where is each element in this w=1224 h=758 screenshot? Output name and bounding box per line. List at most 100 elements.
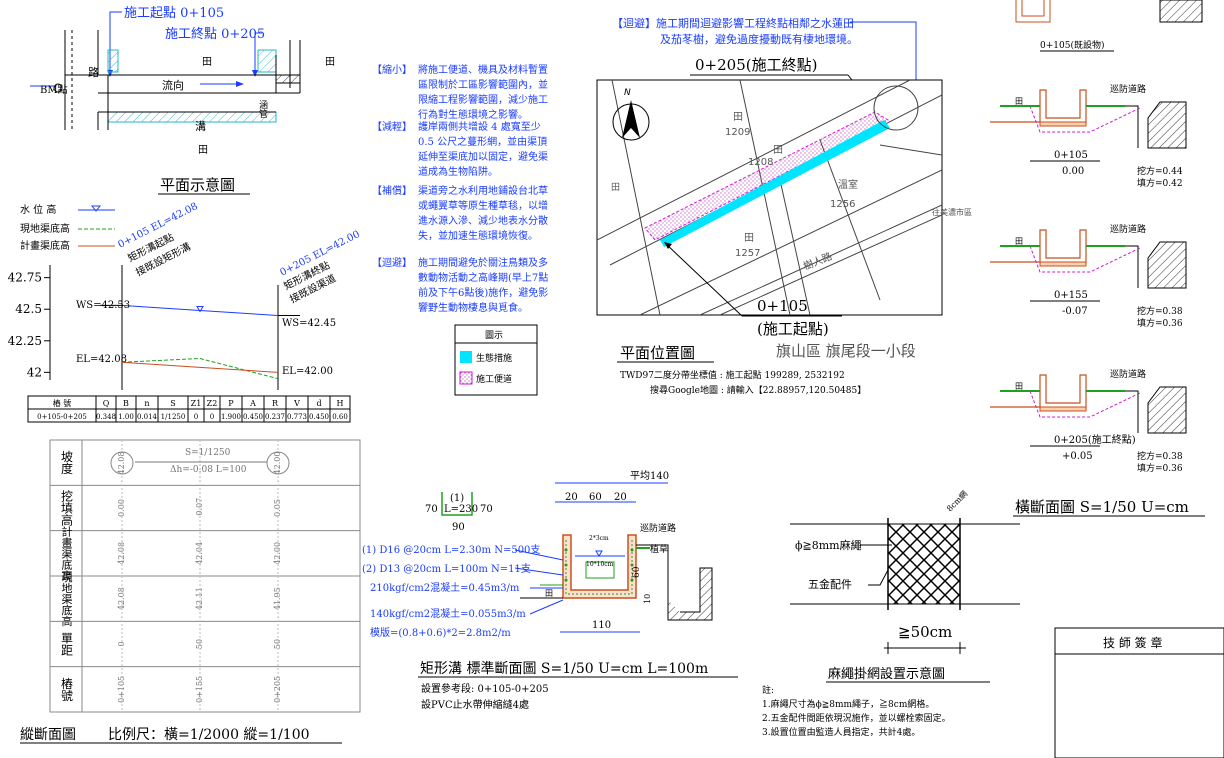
hydraulic-table: 樁 號0+105-0+205Q0.348B1.00n0.014S1/1250Z1… bbox=[27, 395, 351, 423]
legend-access-road: 施工便道 bbox=[476, 373, 512, 385]
measure-line: 道成為生物陷阱。 bbox=[418, 165, 498, 178]
field-bottom: 田 bbox=[198, 145, 208, 156]
circle-left: 42.08 bbox=[117, 452, 126, 475]
site-map-title: 平面位置圖 bbox=[620, 344, 695, 362]
el-left-label: EL=42.08 bbox=[76, 354, 127, 365]
field-label: 田 bbox=[1015, 237, 1023, 246]
lot-1256: 1256 bbox=[830, 199, 855, 210]
rebar-spacing: 2*3cm bbox=[589, 535, 609, 542]
station-label: 0+105 bbox=[1054, 150, 1088, 161]
google-line: 搜尋Google地圖 : 請輸入【22.88957,120.50485】 bbox=[650, 384, 866, 396]
table-cell: 0.014 bbox=[137, 413, 158, 421]
measure-line: 延伸至渠底加以固定，避免渠 bbox=[418, 150, 548, 163]
channel-base bbox=[1039, 406, 1087, 412]
excavation-line bbox=[1029, 390, 1141, 418]
dh-text: Δh=-0.08 L=100 bbox=[170, 465, 247, 475]
rebar-line-2: (2) D13 @20cm L=100m N=11支 bbox=[362, 563, 531, 575]
table-header: H bbox=[337, 399, 344, 408]
measure-line: 響野生動物棲息與覓食。 bbox=[418, 301, 528, 314]
channel-base bbox=[1039, 121, 1087, 127]
table-header: S bbox=[170, 399, 175, 408]
rebar-right: 70 bbox=[480, 504, 493, 515]
north-label: N bbox=[624, 88, 631, 98]
culvert-label: 涵管 bbox=[257, 100, 268, 118]
patrol-road-label: 巡防道路 bbox=[1110, 83, 1146, 95]
measure-line: 渠道旁之水利用地鋪設台北草 bbox=[418, 184, 548, 197]
mesh-label: 8cm網 bbox=[944, 489, 969, 514]
water-level-marker bbox=[196, 305, 204, 313]
table-cell: 1/1250 bbox=[161, 413, 186, 421]
row-label: 樁號 bbox=[60, 677, 74, 702]
side-direction: 往美濃市區 bbox=[932, 207, 972, 217]
hardware-label: 五金配件 bbox=[808, 577, 852, 591]
existing-bottom-line bbox=[121, 357, 279, 380]
map-end-label: 0+205(施工終點) bbox=[695, 56, 817, 74]
station-label: 0+155 bbox=[1054, 290, 1088, 301]
table-cell: 0.450 bbox=[309, 413, 329, 421]
elevation-diff: +0.05 bbox=[1062, 451, 1093, 462]
plan-schematic-title: 平面示意圖 bbox=[160, 176, 235, 194]
measure-line: 行為對生態環境之影響。 bbox=[418, 108, 528, 121]
rect-note-2: 設PVC止水帶伸縮縫4處 bbox=[421, 698, 529, 711]
fill-volume: 填方=0.36 bbox=[1137, 462, 1183, 474]
table-cell: 0+105-0+205 bbox=[37, 413, 87, 421]
plan-schematic: 施工起點 0+105 施工終點 0+205 BM點 路 田 田 流向 bbox=[30, 6, 335, 195]
y-tick-label: 42.75 bbox=[8, 271, 42, 285]
lot-field-3: 田 bbox=[744, 233, 754, 244]
eco-measures: 【縮小】將施工便道、機具及材料暫置區限制於工區影響範圍內，並限縮工程影響範圍，減… bbox=[372, 63, 548, 314]
lot-field-side: 田 bbox=[611, 182, 620, 193]
table-cell: 0.450 bbox=[243, 413, 263, 421]
dim-60-v: 60 bbox=[632, 566, 642, 578]
measure-line: 將施工便道、機具及材料暫置 bbox=[418, 63, 548, 76]
formwork-line: 模版=(0.8+0.6)*2=2.8m2/m bbox=[370, 626, 511, 639]
rebar-line-1: (1) D16 @20cm L=2.30m N=500支 bbox=[362, 544, 540, 556]
lot-1209: 1209 bbox=[725, 127, 750, 138]
lot-greenhouse: 溫室 bbox=[838, 178, 858, 191]
table-header: B bbox=[123, 399, 129, 408]
field-xsec: 田 bbox=[545, 589, 553, 598]
map-start-sub: (施工起點) bbox=[757, 320, 829, 338]
elevation-diff: 0.00 bbox=[1062, 166, 1084, 177]
rope-notes-head: 註: bbox=[762, 684, 774, 696]
measure-line: 區限制於工區影響範圍內，並 bbox=[418, 78, 548, 91]
field-label: 田 bbox=[1015, 97, 1023, 106]
lot-1208: 1208 bbox=[748, 157, 773, 168]
map-district: 旗山區 旗尾段一小段 bbox=[776, 342, 916, 360]
existing-wall bbox=[1147, 241, 1187, 289]
cut-volume: 挖方=0.44 bbox=[1137, 165, 1183, 177]
road-label: 路 bbox=[88, 66, 99, 79]
measure-line: 數動物活動之高峰期(早上7點 bbox=[418, 271, 548, 284]
measure-line: 0.5 公尺之蔓形網，並由渠頂 bbox=[418, 135, 547, 148]
row-label: 坡度 bbox=[60, 450, 74, 474]
legend-eco-measure: 生態措施 bbox=[476, 352, 512, 364]
legend-existing: 現地渠底高 bbox=[20, 222, 70, 235]
stamp-title: 技 師 簽 章 bbox=[1103, 635, 1162, 650]
longitudinal-title: 縱斷面圖 bbox=[20, 727, 76, 743]
row-value: 42.08 bbox=[117, 587, 126, 610]
field-top-b: 田 bbox=[325, 57, 335, 68]
y-tick-label: 42.25 bbox=[8, 334, 42, 348]
patrol-road-label: 巡防道路 bbox=[1110, 368, 1146, 380]
dim-60: 60 bbox=[589, 492, 602, 503]
fill-volume: 填方=0.36 bbox=[1137, 317, 1183, 329]
fill-volume: 填方=0.42 bbox=[1137, 177, 1183, 189]
patrol-road-label: 巡防道路 bbox=[1110, 223, 1146, 235]
rect-note-1: 設置參考段: 0+105-0+205 bbox=[421, 682, 549, 695]
concrete-line-2: 140kgf/cm2混凝土=0.055m3/m bbox=[370, 607, 526, 620]
measure-line: 進水源入滲、減少地表水分散 bbox=[418, 214, 548, 227]
table-header: V bbox=[293, 399, 300, 408]
excavation-line bbox=[1029, 105, 1141, 133]
map-legend: 圖示 生態措施 施工便道 bbox=[454, 324, 538, 396]
rebar-left: 70 bbox=[425, 504, 438, 515]
table-header: n bbox=[144, 399, 149, 408]
dim-20-b: 20 bbox=[614, 492, 627, 503]
y-tick-label: 42.5 bbox=[15, 302, 42, 316]
row-label: 單距 bbox=[60, 632, 74, 656]
engineer-stamp-box: 技 師 簽 章 bbox=[1054, 627, 1224, 758]
elevation-diff: -0.07 bbox=[1062, 306, 1088, 317]
lot-field-2: 田 bbox=[773, 145, 783, 156]
station-label: 0+205(施工終點) bbox=[1054, 433, 1136, 446]
table-cell: 1.900 bbox=[221, 413, 241, 421]
